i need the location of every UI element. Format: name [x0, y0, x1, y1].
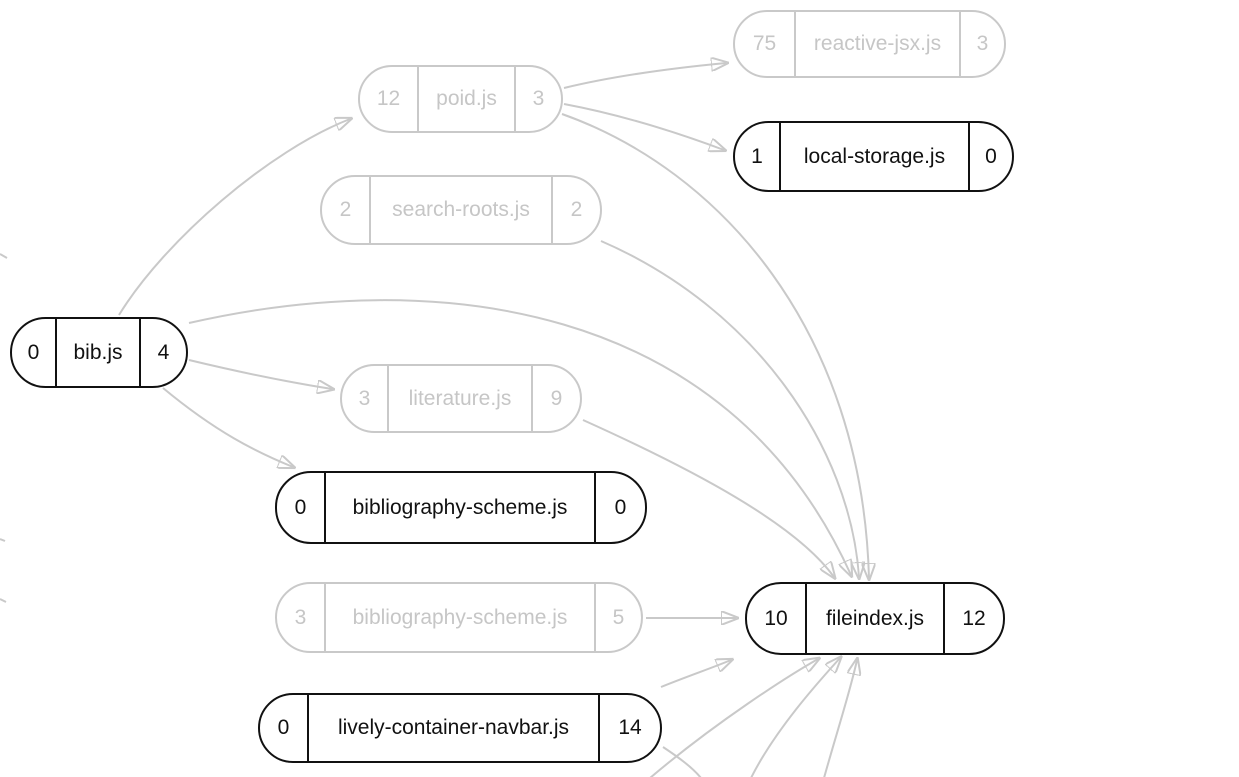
node-out-count: 12: [943, 584, 1003, 653]
node-in-count: 0: [260, 695, 309, 761]
node-label: literature.js: [408, 386, 512, 410]
node-bibliography-scheme-active[interactable]: 0 bibliography-scheme.js 0: [275, 471, 647, 544]
node-in-count: 1: [735, 123, 781, 190]
edge-search-roots-to-fileindex: [600, 240, 859, 577]
node-label: lively-container-navbar.js: [337, 716, 570, 739]
node-label: poid.js: [436, 87, 497, 110]
edge-offscreen-to-fileindex-1: [649, 659, 818, 777]
node-out-count: 5: [594, 584, 641, 651]
node-in-count: 75: [735, 12, 796, 76]
node-bibliography-scheme-inactive[interactable]: 3 bibliography-scheme.js 5: [275, 582, 643, 653]
node-in-count: 0: [277, 473, 326, 542]
node-search-roots[interactable]: 2 search-roots.js 2: [320, 175, 602, 245]
node-local-storage[interactable]: 1 local-storage.js 0: [733, 121, 1014, 192]
edge-bib-to-literature: [188, 359, 332, 389]
edge-offscreen-to-fileindex-2: [750, 658, 840, 777]
node-in-count: 12: [360, 67, 419, 131]
node-label: search-roots.js: [392, 198, 530, 221]
node-out-count: 9: [531, 366, 580, 431]
node-out-count: 3: [514, 67, 561, 131]
node-label: bibliography-scheme.js: [352, 605, 568, 629]
edge-fragment-left-1: [0, 253, 8, 259]
node-in-count: 0: [12, 319, 57, 386]
node-reactive-jsx[interactable]: 75 reactive-jsx.js 3: [733, 10, 1006, 78]
node-label: reactive-jsx.js: [813, 32, 942, 55]
node-lively-container-navbar[interactable]: 0 lively-container-navbar.js 14: [258, 693, 662, 763]
node-out-count: 0: [968, 123, 1012, 190]
node-literature[interactable]: 3 literature.js 9: [340, 364, 582, 433]
node-in-count: 2: [322, 177, 371, 243]
edge-poid-to-local-storage: [563, 103, 724, 150]
node-out-count: 14: [598, 695, 660, 761]
edge-bib-to-fileindex: [188, 299, 851, 575]
node-label: bibliography-scheme.js: [352, 495, 568, 519]
node-out-count: 4: [139, 319, 186, 386]
node-label: fileindex.js: [825, 606, 925, 630]
node-in-count: 3: [342, 366, 389, 431]
edge-navbar-to-fileindex: [660, 660, 731, 688]
edge-poid-to-reactive-jsx: [563, 63, 726, 89]
edge-poid-to-fileindex: [561, 113, 869, 578]
edge-fragment-left-2: [0, 538, 6, 542]
edge-bib-to-bibliography-scheme: [162, 387, 293, 467]
edge-offscreen-to-fileindex-3: [823, 660, 857, 777]
node-poid[interactable]: 12 poid.js 3: [358, 65, 563, 133]
node-label: local-storage.js: [803, 144, 946, 168]
node-out-count: 3: [959, 12, 1004, 76]
edge-literature-to-fileindex: [582, 419, 834, 577]
node-in-count: 3: [277, 584, 326, 651]
node-out-count: 2: [551, 177, 600, 243]
node-out-count: 0: [594, 473, 645, 542]
node-in-count: 10: [747, 584, 807, 653]
node-fileindex[interactable]: 10 fileindex.js 12: [745, 582, 1005, 655]
edge-fragment-left-3: [0, 598, 7, 603]
node-label: bib.js: [73, 340, 123, 364]
edge-navbar-to-offscreen: [662, 746, 702, 777]
edge-bib-to-poid: [118, 119, 350, 316]
node-bib[interactable]: 0 bib.js 4: [10, 317, 188, 388]
